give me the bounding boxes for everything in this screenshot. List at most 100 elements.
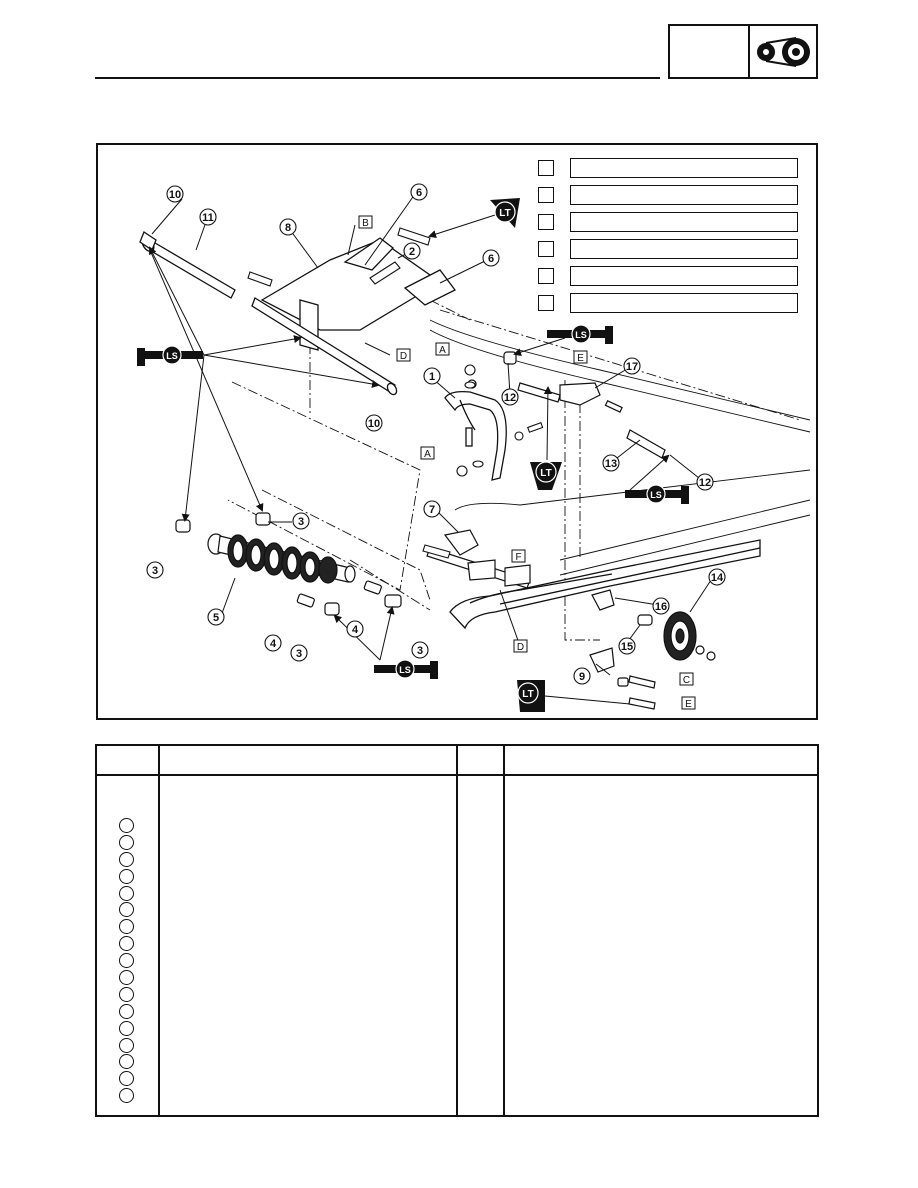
svg-text:12: 12 (699, 477, 711, 489)
svg-text:4: 4 (270, 638, 277, 650)
svg-text:3: 3 (152, 565, 158, 577)
label-E: E (681, 696, 696, 710)
callout-12: 12 (501, 388, 519, 406)
label-D: D (513, 639, 528, 653)
ls-label: LS (650, 490, 662, 500)
legend-key (538, 241, 554, 257)
callout-7: 7 (423, 500, 441, 518)
legend-key (538, 295, 554, 311)
item-circle (119, 1054, 134, 1070)
lt-label: LT (522, 689, 533, 700)
lt-symbol: LT (530, 461, 562, 490)
lt-symbol: LT (517, 680, 545, 712)
svg-text:E: E (685, 699, 692, 710)
nuts-washers (456, 364, 544, 477)
ls-label: LS (575, 330, 587, 340)
leader-lines (149, 193, 714, 705)
callout-3: 3 (411, 641, 429, 659)
svg-text:6: 6 (416, 187, 422, 199)
svg-text:D: D (400, 351, 407, 362)
svg-text:7: 7 (429, 504, 435, 516)
callout-3: 3 (290, 644, 308, 662)
idler-wheel-14 (663, 611, 716, 661)
svg-text:6: 6 (488, 253, 494, 265)
legend-key (538, 214, 554, 230)
slide-bracket-9-16 (589, 589, 656, 710)
callout-6: 6 (482, 249, 500, 267)
svg-text:1: 1 (429, 371, 435, 383)
parts-table (95, 744, 819, 1117)
callout-15: 15 (618, 637, 636, 655)
legend-bar (570, 239, 798, 259)
bushings (175, 512, 402, 616)
callout-12: 12 (696, 473, 714, 491)
item-circle (119, 1088, 134, 1104)
item-circle (119, 1020, 134, 1036)
legend-key (538, 187, 554, 203)
center-lines (227, 290, 801, 641)
svg-text:3: 3 (296, 648, 302, 660)
callout-1: 1 (423, 367, 441, 385)
exploded-view-frame (96, 143, 818, 720)
item-circle (119, 818, 134, 833)
legend-bar (570, 212, 798, 232)
item-circle (119, 902, 134, 918)
lt-label: LT (540, 468, 551, 479)
item-circle (119, 1071, 134, 1087)
legend-bar (570, 158, 798, 178)
callout-14: 14 (708, 568, 726, 586)
ls-symbol: LS (374, 659, 438, 679)
svg-text:F: F (515, 552, 521, 563)
shock-absorber-5 (207, 533, 356, 584)
lt-label: LT (499, 208, 510, 219)
svg-text:8: 8 (285, 222, 291, 234)
ls-label: LS (399, 665, 411, 675)
ls-label: LS (166, 351, 178, 361)
callout-6: 6 (410, 183, 428, 201)
legend-key (538, 160, 554, 176)
item-circle (119, 885, 134, 901)
label-C: C (679, 672, 694, 686)
svg-text:16: 16 (655, 601, 667, 613)
slide-rail (449, 539, 761, 630)
callout-17: 17 (623, 357, 641, 375)
svg-text:3: 3 (417, 645, 423, 657)
svg-text:11: 11 (202, 212, 214, 224)
item-circle (119, 953, 134, 969)
label-D: D (396, 348, 411, 362)
callout-3: 3 (146, 561, 164, 579)
item-circle (119, 868, 134, 884)
svg-text:A: A (439, 345, 446, 356)
item-circle (119, 851, 134, 867)
label-F: F (511, 549, 526, 563)
svg-text:4: 4 (352, 624, 359, 636)
label-E: E (573, 350, 588, 364)
bracket-7 (426, 529, 531, 589)
track-drive-icon (757, 37, 810, 67)
ls-symbol: LS (625, 484, 689, 504)
table-col-divider (158, 746, 160, 1115)
callout-10: 10 (166, 185, 184, 203)
label-A: A (435, 342, 450, 356)
callout-11: 11 (199, 208, 217, 226)
legend-bar (570, 266, 798, 286)
legend-bar (570, 185, 798, 205)
callout-13: 13 (602, 454, 620, 472)
item-circle (119, 986, 134, 1002)
callout-3: 3 (292, 512, 310, 530)
bolts (247, 227, 451, 559)
svg-text:10: 10 (368, 418, 380, 430)
callouts: 10 11 8 6 2 6 10 1 12 17 13 12 3 3 5 4 3… (146, 183, 726, 685)
item-circle (119, 1003, 134, 1019)
bracket-17 (503, 351, 666, 459)
label-A: A (420, 446, 435, 460)
svg-text:D: D (517, 642, 524, 653)
svg-text:5: 5 (213, 612, 219, 624)
svg-text:10: 10 (169, 189, 181, 201)
item-circle (119, 970, 134, 986)
ls-symbol: LS (137, 345, 203, 366)
header-rule (95, 77, 660, 79)
svg-text:13: 13 (605, 458, 617, 470)
callout-5: 5 (207, 608, 225, 626)
